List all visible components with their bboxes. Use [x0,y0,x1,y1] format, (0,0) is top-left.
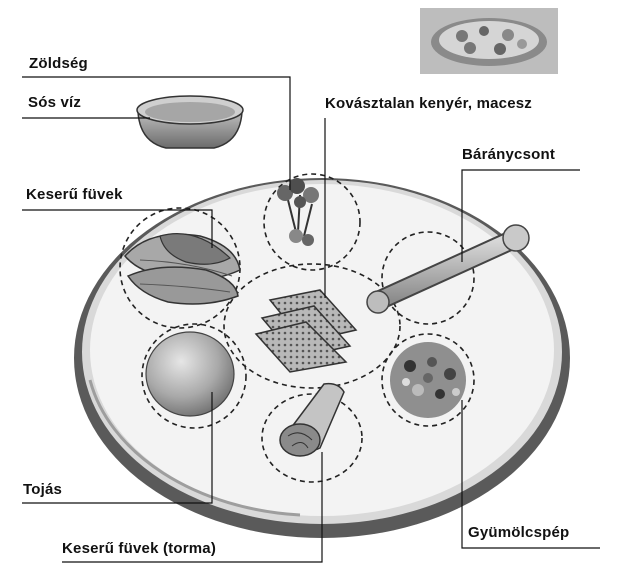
label-charoset: Gyümölcspép [468,524,569,541]
label-vegetable: Zöldség [29,55,88,72]
label-matzah: Kovásztalan kenyér, macesz [325,95,532,112]
thumbnail-photo [420,8,558,74]
label-shank-bone: Báránycsont [462,146,555,163]
label-egg: Tojás [23,481,62,498]
salt-water-bowl [137,96,243,148]
label-salt-water: Sós víz [28,94,81,111]
label-bitter-herbs-horseradish: Keserű füvek (torma) [62,540,216,557]
egg [146,332,234,416]
label-bitter-herbs: Keserű füvek [26,186,123,203]
charoset [390,342,466,418]
